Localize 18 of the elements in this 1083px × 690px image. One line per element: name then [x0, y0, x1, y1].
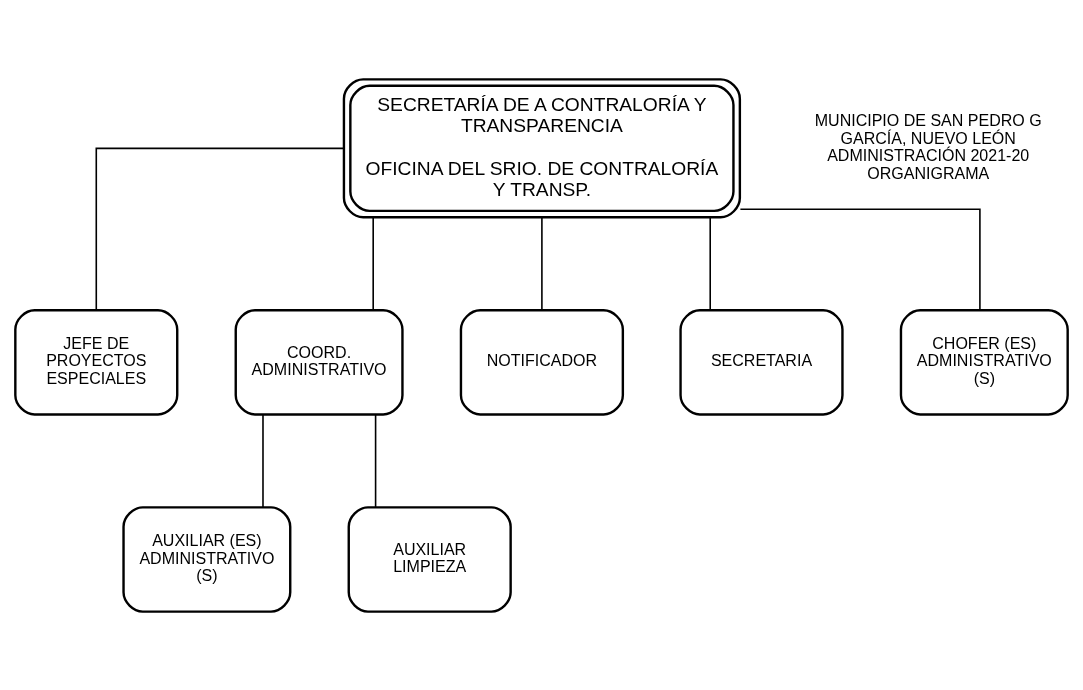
connector	[374, 413, 377, 508]
node-box: SECRETARIA	[679, 308, 844, 416]
label: MUNICIPIO DE SAN PEDRO G GARCÍA, NUEVO LEÓN	[814, 110, 1042, 147]
node-box: AUXILIAR (ES) ADMINISTRATIVO (S)	[122, 505, 292, 613]
node-box: JEFE DE PROYECTOS ESPECIALES	[14, 308, 179, 416]
connector	[262, 413, 264, 508]
connector	[95, 147, 345, 311]
connector	[541, 216, 543, 311]
label: ADMINISTRACIÓN 2021-20	[827, 145, 1030, 164]
connector	[739, 207, 981, 311]
connector	[709, 216, 711, 311]
label: ORGANIGRAMA	[867, 163, 990, 182]
node-box: NOTIFICADOR	[459, 308, 625, 416]
node-box: COORD. ADMINISTRATIVO	[234, 308, 404, 416]
connector	[372, 216, 374, 311]
node-box: AUXILIAR LIMPIEZA	[347, 505, 512, 613]
node-box: CHOFER (ES) ADMINISTRATIVO (S)	[899, 308, 1069, 416]
node-box: SECRETARÍA DE A CONTRALORÍA Y TRANSPARENCIA OFICINA DEL SRIO. DE CONTRALORÍA Y TRANSP.	[342, 77, 742, 218]
